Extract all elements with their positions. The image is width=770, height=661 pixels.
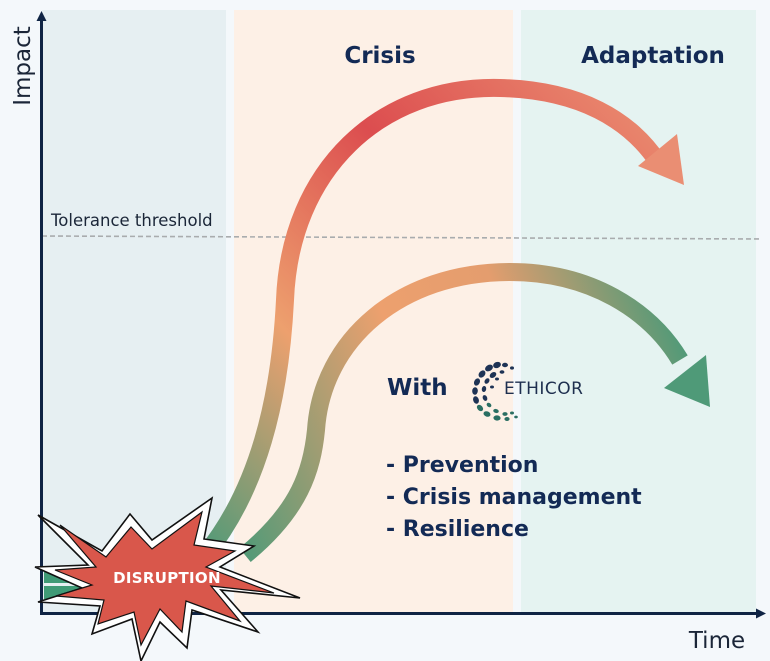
curve-with-ethicor: [239, 262, 688, 562]
y-axis-arrowhead: [36, 11, 47, 21]
phase-title-crisis: Crisis: [344, 43, 415, 69]
disruption-label: DISRUPTION: [113, 569, 221, 587]
tolerance-threshold-label: Tolerance threshold: [50, 211, 213, 230]
disruption-burst-icon: [34, 496, 301, 661]
curve-with-arrowhead: [664, 355, 710, 407]
benefit-item: - Resilience: [386, 517, 529, 542]
tolerance-threshold-line: [41, 235, 763, 240]
ethicor-brand-name: ETHICOR: [504, 379, 584, 399]
y-axis-label: Impact: [10, 26, 36, 106]
curve-without-arrowhead: [638, 134, 684, 185]
benefit-item: - Prevention: [386, 453, 538, 478]
benefit-item: - Crisis management: [386, 485, 642, 510]
phase-title-adaptation: Adaptation: [581, 43, 725, 69]
with-label: With: [387, 375, 448, 401]
x-axis-arrowhead: [756, 608, 766, 619]
x-axis-label: Time: [688, 628, 745, 654]
ethicor-logo-icon: [472, 361, 518, 421]
curve-without-ethicor: [198, 78, 666, 561]
